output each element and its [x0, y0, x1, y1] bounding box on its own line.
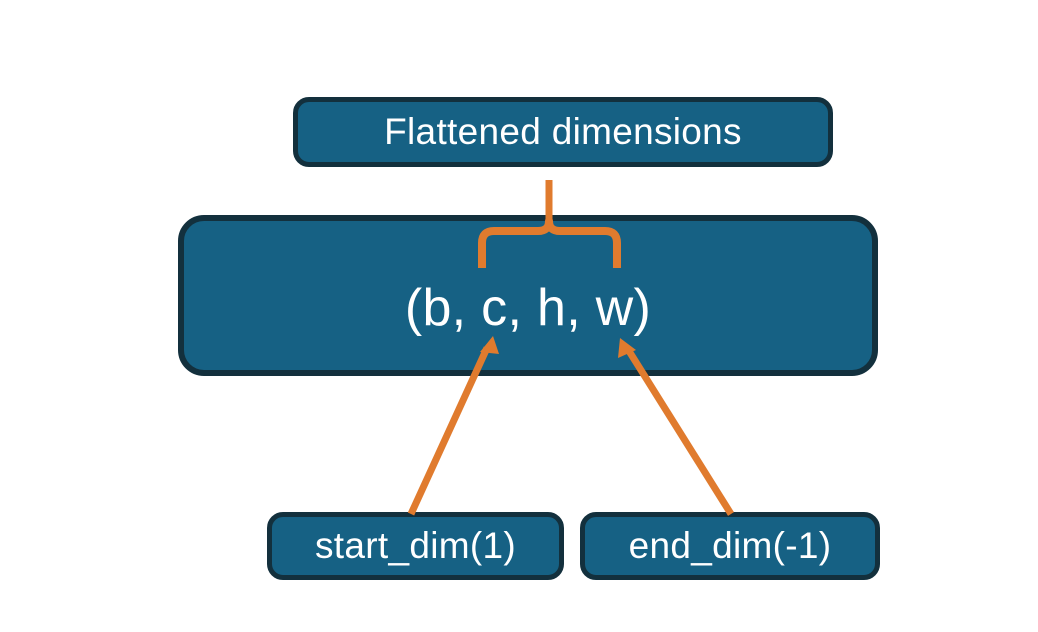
node-tensor-shape[interactable]: (b, c, h, w) — [178, 215, 878, 376]
node-start-dim-label: start_dim(1) — [315, 525, 516, 566]
node-start-dim[interactable]: start_dim(1) — [267, 512, 564, 580]
node-end-dim-label: end_dim(-1) — [628, 525, 832, 566]
node-tensor-shape-label: (b, c, h, w) — [404, 278, 652, 337]
node-flattened-dimensions-label: Flattened dimensions — [384, 111, 742, 152]
node-end-dim[interactable]: end_dim(-1) — [580, 512, 880, 580]
node-flattened-dimensions[interactable]: Flattened dimensions — [293, 97, 833, 167]
